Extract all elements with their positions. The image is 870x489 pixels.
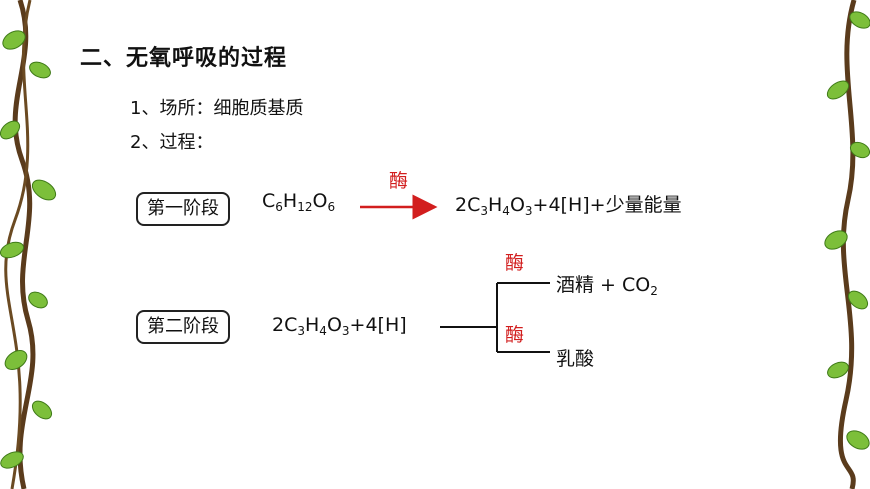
- stage2-label-box: 第二阶段: [136, 310, 230, 344]
- stage1-label-box: 第一阶段: [136, 192, 230, 226]
- vine-left-decoration: [0, 0, 57, 489]
- stage2-top-enzyme: 酶: [505, 252, 525, 274]
- stage2-reactant: 2C3H4O3+4[H]: [272, 314, 407, 338]
- stage1-reactant: C6H12O6: [262, 190, 336, 214]
- stage1-product: 2C3H4O3+4[H]+少量能量: [455, 194, 682, 218]
- vine-right-decoration: [824, 0, 870, 489]
- page-title: 二、无氧呼吸的过程: [80, 46, 288, 71]
- stage1-enzyme: 酶: [389, 170, 409, 192]
- stage2-top-product: 酒精 + CO2: [556, 274, 658, 298]
- stage2-bottom-enzyme: 酶: [505, 324, 525, 346]
- place-line: 1、场所：细胞质基质: [130, 98, 304, 119]
- process-line: 2、过程：: [130, 132, 214, 153]
- stage2-bottom-product: 乳酸: [556, 348, 595, 370]
